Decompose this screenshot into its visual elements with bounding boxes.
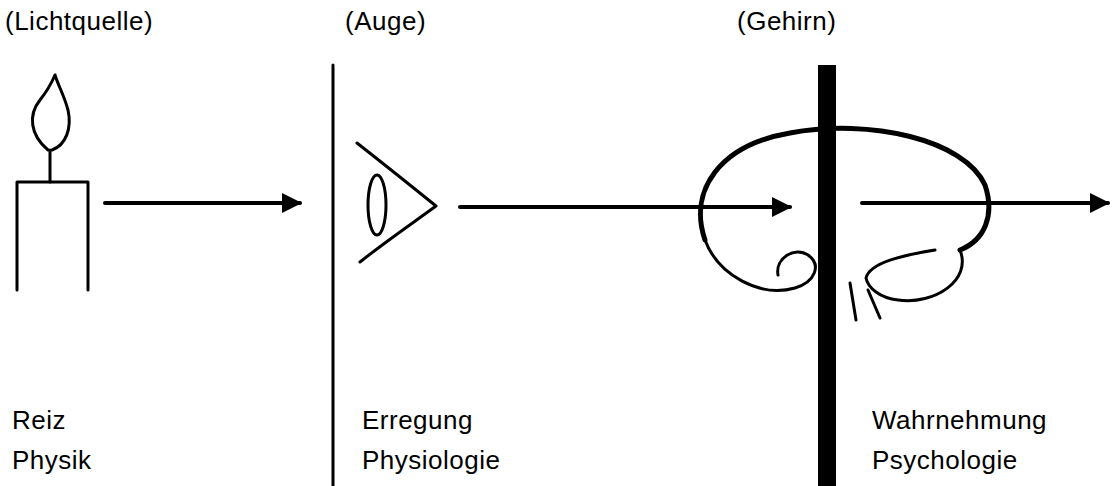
brain-stem bbox=[850, 283, 880, 320]
stage-label: Wahrnehmung bbox=[872, 405, 1047, 435]
field-label: Physik bbox=[12, 445, 92, 475]
eye-lens bbox=[368, 175, 386, 235]
brain-temporal bbox=[705, 240, 815, 290]
label-holder: (Auge) bbox=[345, 6, 426, 36]
label-holder: Wahrnehmung bbox=[872, 405, 1047, 435]
stage-label: Reiz bbox=[12, 405, 66, 435]
label-holder: Physik bbox=[12, 445, 92, 475]
label-holder: Psychologie bbox=[872, 445, 1018, 475]
stage-label: Erregung bbox=[362, 405, 473, 435]
label-holder: (Gehirn) bbox=[737, 6, 836, 36]
eye-lids bbox=[357, 143, 436, 262]
label-holder: Physiologie bbox=[362, 445, 500, 475]
flow-arrow bbox=[862, 201, 1108, 205]
source-caption: (Lichtquelle) bbox=[5, 6, 153, 36]
label-holder: (Lichtquelle) bbox=[5, 6, 153, 36]
separator-bar bbox=[818, 65, 836, 486]
organ-caption: (Gehirn) bbox=[737, 6, 836, 36]
brain-cerebellum bbox=[866, 250, 962, 301]
candle-flame bbox=[32, 75, 69, 150]
candle-wick bbox=[49, 150, 52, 182]
flow-arrow bbox=[460, 205, 790, 209]
field-label: Psychologie bbox=[872, 445, 1018, 475]
flow-arrow bbox=[105, 201, 300, 205]
candle-body bbox=[17, 182, 88, 290]
organ-caption: (Auge) bbox=[345, 6, 426, 36]
label-holder: Erregung bbox=[362, 405, 473, 435]
label-holder: Reiz bbox=[12, 405, 66, 435]
separator-line bbox=[332, 65, 335, 486]
brain-outline bbox=[701, 128, 989, 250]
field-label: Physiologie bbox=[362, 445, 500, 475]
